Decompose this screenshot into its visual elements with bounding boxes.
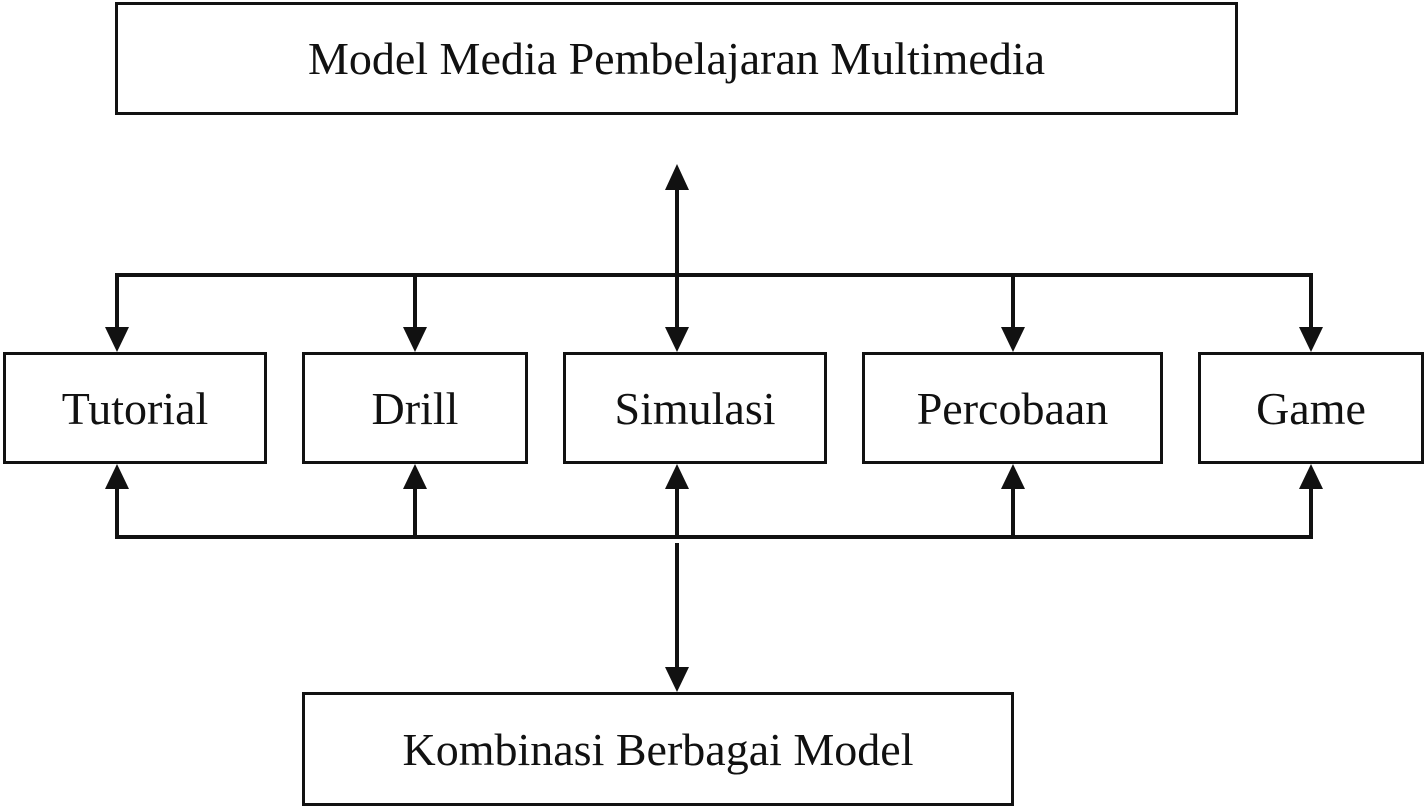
model-box-tutorial: Tutorial (3, 352, 267, 464)
model-box-simulasi: Simulasi (563, 352, 827, 464)
arrowhead-up-game (1299, 464, 1323, 489)
arrowhead-down-percobaan (1001, 327, 1025, 352)
model-label-simulasi: Simulasi (614, 382, 776, 434)
arrowhead-down-bottom (665, 667, 689, 692)
arrowhead-up-top (665, 164, 689, 190)
model-label-game: Game (1256, 382, 1366, 434)
arrowhead-down-simulasi (665, 327, 689, 352)
arrowhead-down-tutorial (105, 327, 129, 352)
model-box-game: Game (1198, 352, 1424, 464)
arrowhead-up-drill (403, 464, 427, 489)
bottom-node-box: Kombinasi Berbagai Model (302, 692, 1014, 806)
model-box-drill: Drill (302, 352, 528, 464)
arrowhead-up-percobaan (1001, 464, 1025, 489)
model-label-drill: Drill (371, 382, 459, 434)
arrowhead-up-simulasi (665, 464, 689, 489)
model-label-percobaan: Percobaan (916, 382, 1109, 434)
model-box-percobaan: Percobaan (862, 352, 1163, 464)
model-label-tutorial: Tutorial (61, 382, 209, 434)
arrowhead-up-tutorial (105, 464, 129, 489)
top-node-label: Model Media Pembelajaran Multimedia (307, 33, 1046, 84)
arrowhead-down-drill (403, 327, 427, 352)
bottom-node-label: Kombinasi Berbagai Model (402, 723, 914, 775)
arrowhead-down-game (1299, 327, 1323, 352)
top-node-box: Model Media Pembelajaran Multimedia (115, 2, 1238, 115)
